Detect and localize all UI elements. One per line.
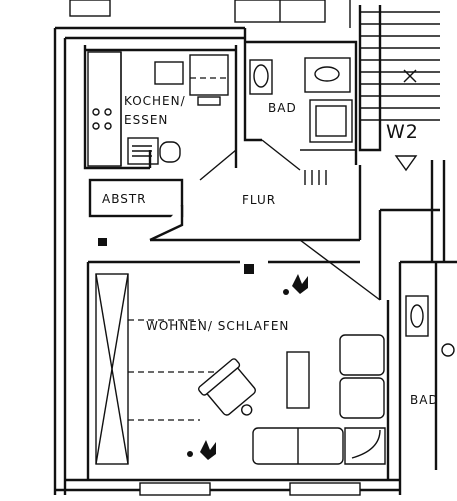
potted-plant-icon bbox=[187, 440, 216, 460]
potted-plant-icon bbox=[283, 274, 308, 295]
kitchen-room bbox=[83, 45, 238, 181]
bathroom-room bbox=[243, 28, 358, 171]
electrical-socket-icon bbox=[244, 264, 254, 274]
stove-icon bbox=[92, 108, 112, 130]
outer-walls bbox=[53, 26, 400, 496]
neighbor-unit bbox=[398, 160, 457, 495]
electrical-socket-icon bbox=[98, 238, 107, 246]
living-room-label: WOHNEN/ SCHLAFEN bbox=[146, 319, 289, 333]
neighbor-bathroom-label: BAD bbox=[410, 393, 439, 407]
staircase bbox=[349, 0, 440, 152]
sink-icon bbox=[127, 137, 181, 165]
kitchen-label-line1: KOCHEN/ bbox=[124, 94, 186, 108]
armchair bbox=[198, 358, 256, 416]
sofa bbox=[252, 334, 386, 465]
bathroom-label: BAD bbox=[268, 101, 297, 115]
bath-sink-icon bbox=[304, 57, 351, 93]
radiator bbox=[304, 170, 327, 185]
hallway-label: FLUR bbox=[242, 193, 276, 207]
storage-label: ABSTR bbox=[102, 192, 147, 206]
hallway-room bbox=[149, 165, 440, 301]
unit-label: W2 bbox=[386, 121, 419, 143]
storage-room bbox=[88, 178, 184, 218]
kitchen-label-line2: ESSEN bbox=[124, 113, 168, 127]
top-fixtures bbox=[69, 0, 326, 23]
entrance-triangle-icon bbox=[394, 155, 418, 172]
toilet-icon bbox=[249, 59, 273, 95]
living-room bbox=[86, 260, 390, 480]
